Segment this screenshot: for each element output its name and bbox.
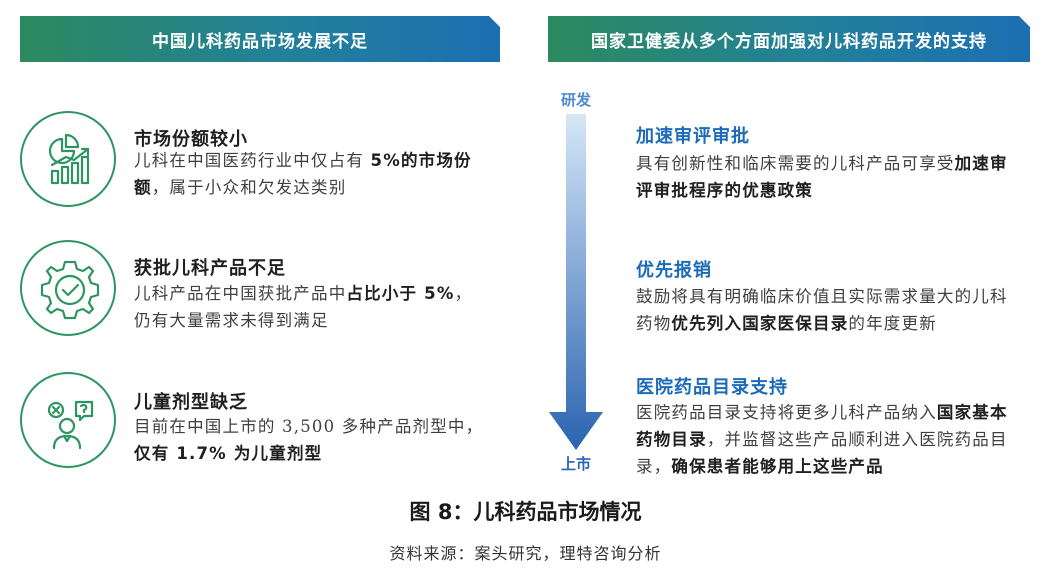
left-header-text: 中国儿科药品市场发展不足 bbox=[152, 31, 368, 52]
child-formulation-icon-circle bbox=[20, 372, 116, 468]
figure-title: 图 8：儿科药品市场情况 bbox=[409, 500, 642, 524]
market-share-icon-circle bbox=[20, 111, 116, 207]
accelerated-review-title: 加速审评审批 bbox=[636, 126, 750, 147]
hospital-formulary-title: 医院药品目录支持 bbox=[636, 377, 788, 398]
priority-reimbursement-body: 鼓励将具有明确临床价值且实际需求量大的儿科药物优先列入国家医保目录的年度更新 bbox=[636, 287, 1008, 333]
child-formulation-body: 目前在中国上市的 3,500 多种产品剂型中，仅有 1.7% 为儿童剂型 bbox=[134, 417, 484, 463]
accelerated-review-body: 具有创新性和临床需要的儿科产品可享受加速审评审批程序的优惠政策 bbox=[636, 154, 1008, 200]
arrow-bottom-label: 上市 bbox=[561, 455, 592, 473]
market-share-title: 市场份额较小 bbox=[134, 129, 248, 150]
chart-analytics-icon bbox=[48, 133, 90, 185]
approved-products-title: 获批儿科产品不足 bbox=[134, 258, 286, 279]
person-question-icon bbox=[47, 400, 94, 450]
right-header-banner: 国家卫健委从多个方面加强对儿科药品开发的支持 bbox=[548, 16, 1031, 62]
gear-check-icon bbox=[40, 260, 100, 320]
approved-products-icon-circle bbox=[20, 240, 116, 336]
priority-reimbursement-title: 优先报销 bbox=[636, 260, 712, 281]
right-header-text: 国家卫健委从多个方面加强对儿科药品开发的支持 bbox=[591, 31, 987, 52]
approved-products-body: 儿科产品在中国获批产品中占比小于 5%，仍有大量需求未得到满足 bbox=[134, 284, 473, 330]
source-note: 资料来源：案头研究，理特咨询分析 bbox=[389, 544, 662, 563]
arrow-top-label: 研发 bbox=[561, 91, 592, 109]
process-down-arrow bbox=[549, 114, 603, 450]
hospital-formulary-body: 医院药品目录支持将更多儿科产品纳入国家基本药物目录，并监督这些产品顺利进入医院药… bbox=[636, 403, 1008, 476]
market-share-body: 儿科在中国医药行业中仅占有 5%的市场份额，属于小众和欠发达类别 bbox=[134, 151, 472, 197]
child-formulation-title: 儿童剂型缺乏 bbox=[134, 392, 248, 413]
left-header-banner: 中国儿科药品市场发展不足 bbox=[20, 16, 500, 62]
